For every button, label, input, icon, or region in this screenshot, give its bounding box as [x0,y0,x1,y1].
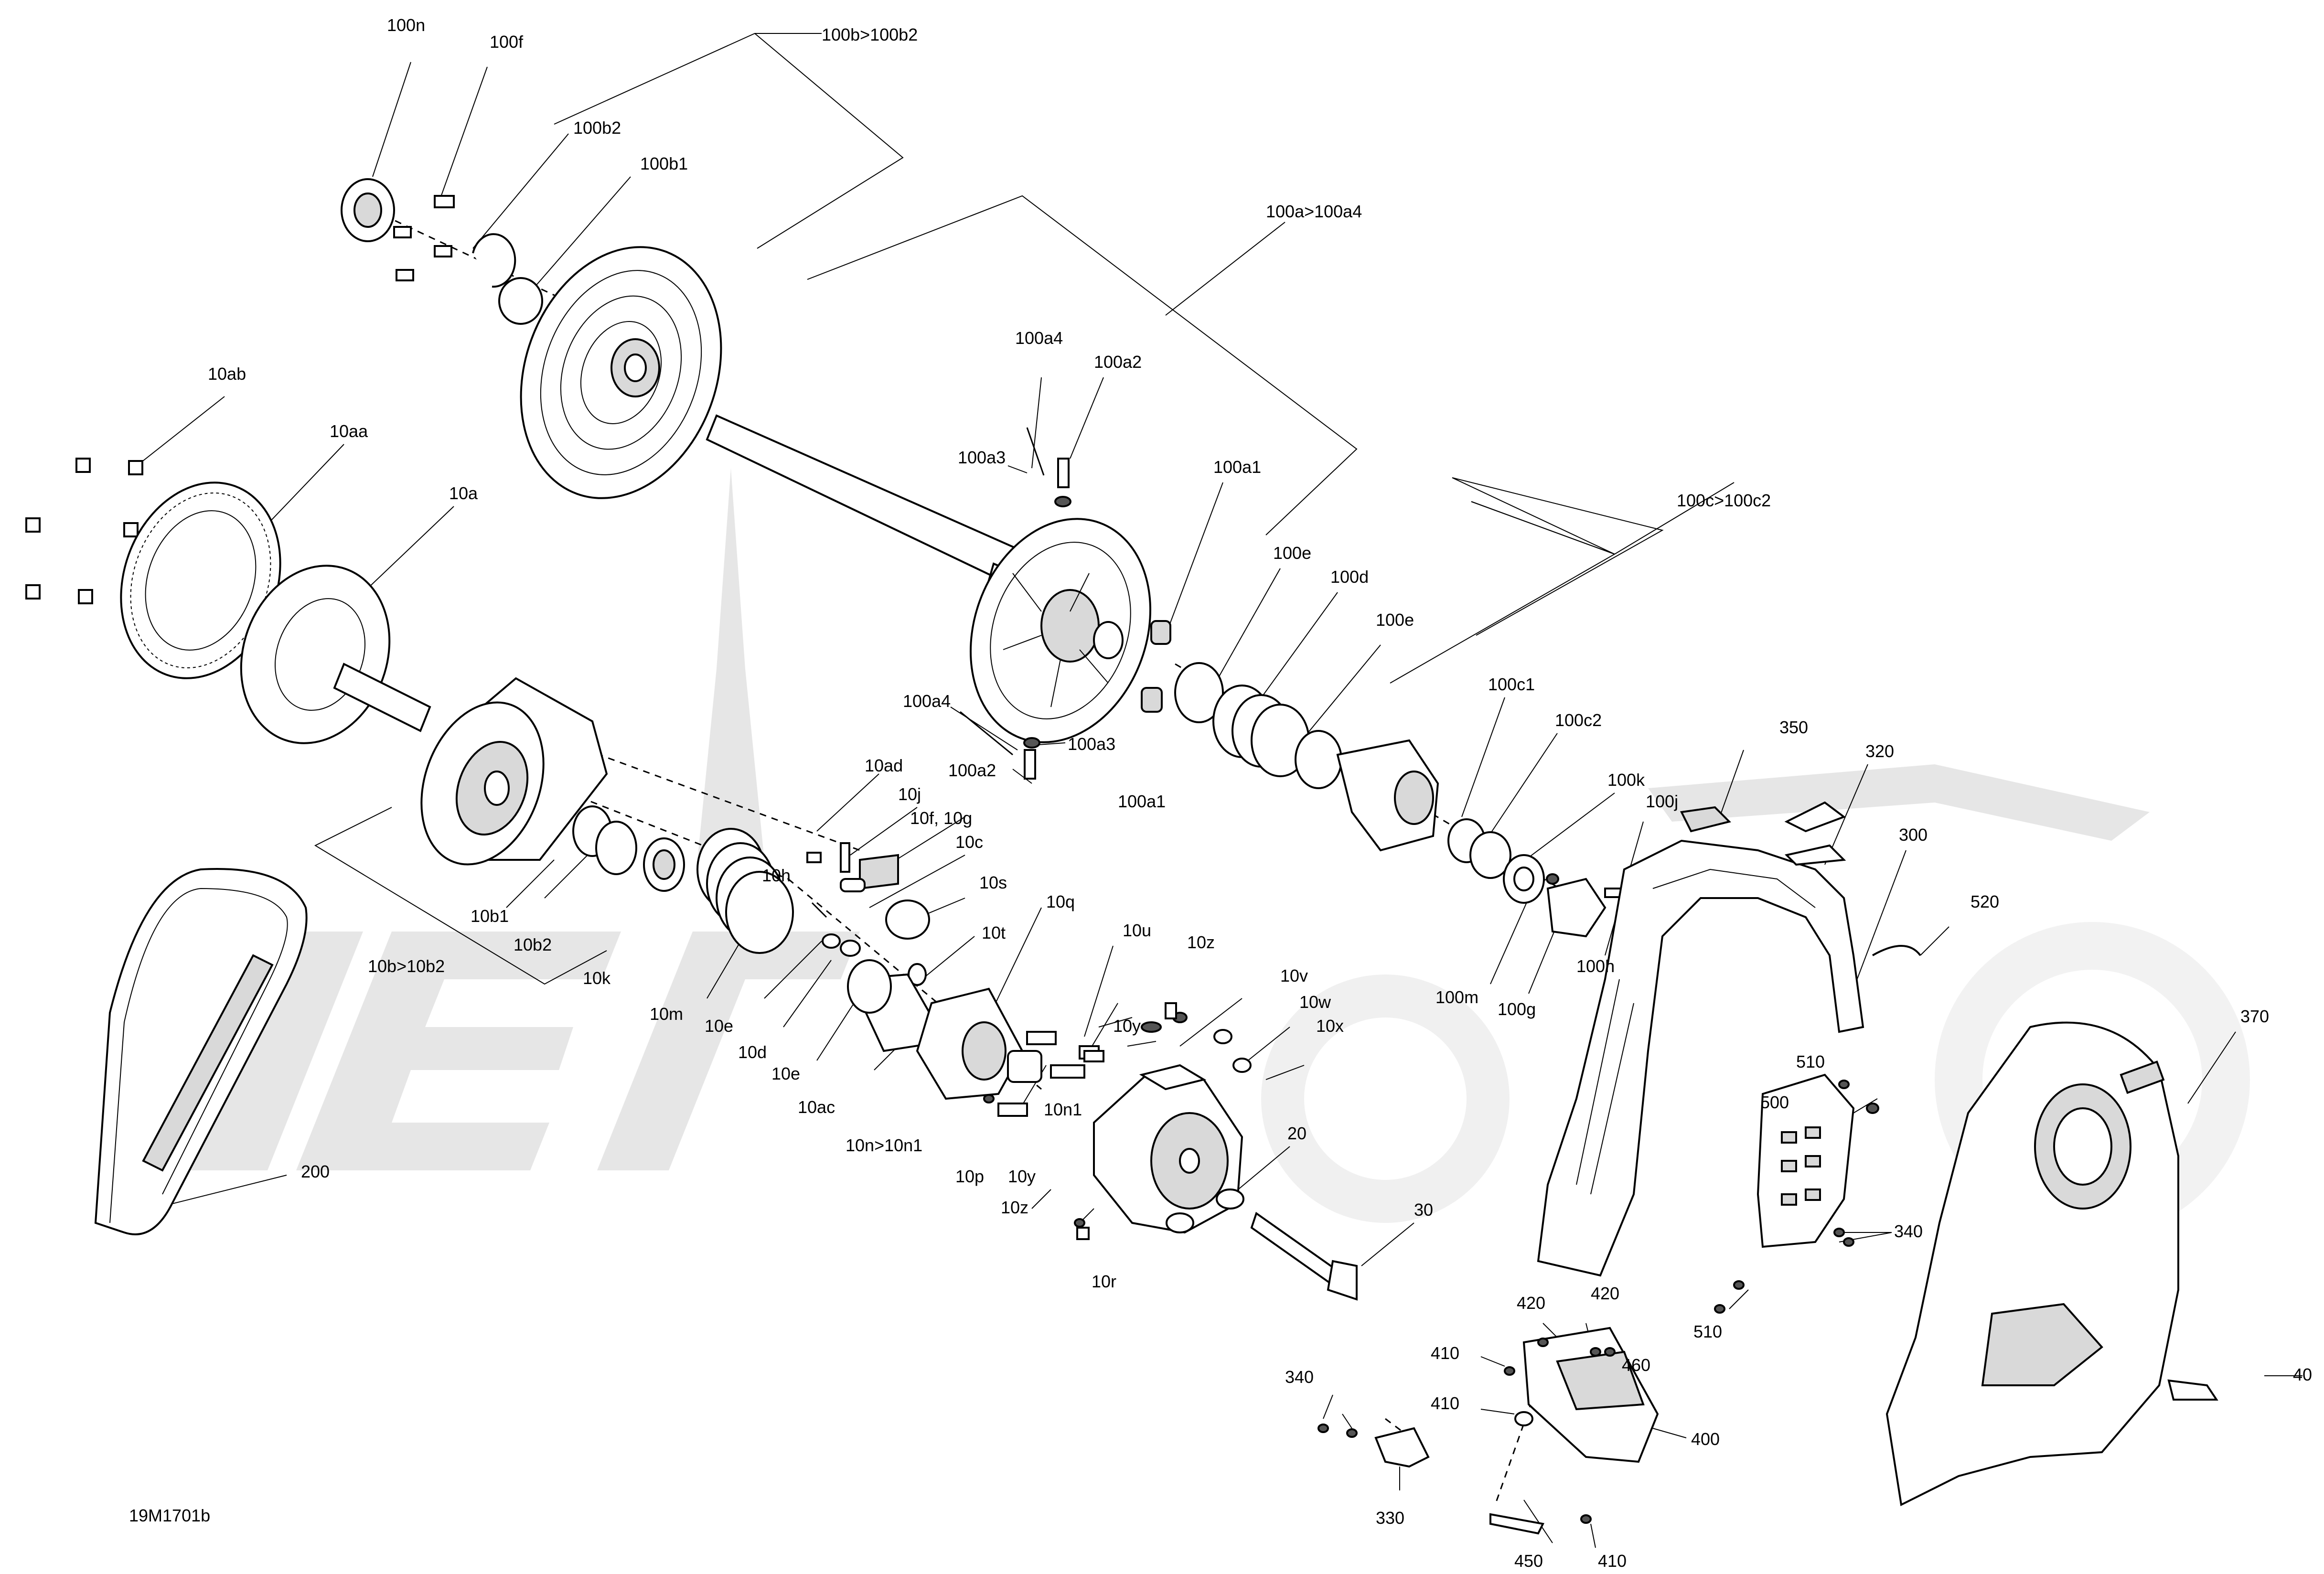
callout: 100e [1273,543,1311,563]
cvt-cover [1537,801,2218,1507]
callout: 10k [583,968,611,988]
callout: 100a3 [1068,734,1115,754]
callout: 520 [1971,892,1999,911]
callout: 100k [1607,770,1645,790]
callout: 100c2 [1555,710,1602,730]
callout: 10c [955,832,983,852]
callout: 10b1 [471,906,509,926]
assembly-axes [133,209,1577,1505]
callout: 10p [955,1167,984,1186]
callout: 10h [762,866,791,885]
callout: 100b2 [573,118,621,138]
callout: 460 [1622,1355,1650,1375]
callout: 330 [1376,1508,1404,1528]
callout: 100b>100b2 [822,25,918,44]
leader-lines [133,32,2303,1548]
callout: 10b>10b2 [368,956,445,976]
callout: 410 [1431,1393,1459,1413]
callout: 100g [1498,999,1536,1019]
callout: 10f, 10g [910,808,972,828]
callout: 10u [1123,921,1151,940]
callout: 10s [979,873,1007,892]
callout: 100a1 [1118,792,1166,811]
callout: 200 [301,1162,330,1181]
drive-pulley [25,458,1358,1301]
callout: 340 [1285,1367,1314,1387]
callout: 10e [771,1064,800,1083]
callout: 100a>100a4 [1266,202,1362,221]
callout: 10j [898,784,921,804]
callout: 410 [1598,1551,1627,1571]
callout: 20 [1287,1124,1307,1143]
callout: 40 [2293,1365,2312,1384]
callout: 100j [1646,792,1678,811]
callout: 10x [1316,1016,1344,1036]
callout: 10y [1113,1016,1141,1036]
callout: 510 [1693,1322,1722,1341]
callout: 10ad [865,756,903,775]
callout: 370 [2240,1007,2269,1026]
callout: 10z [1187,932,1215,952]
callout: 100e [1376,610,1414,630]
callout: 300 [1899,825,1928,845]
callout: 450 [1514,1551,1543,1571]
callout: 10aa [330,421,368,441]
callout: 400 [1691,1429,1720,1449]
callout: 10n1 [1044,1100,1082,1119]
callout: 10t [982,923,1006,942]
callout: 10b2 [514,935,552,954]
callout: 100a3 [958,448,1006,467]
callout: 10v [1280,966,1308,985]
callout: 100f [490,32,524,52]
callout: 10a [449,483,478,503]
callout: 10ac [798,1097,835,1117]
callout: 100h [1576,956,1615,976]
callout: 320 [1865,741,1894,761]
callout: 10d [738,1042,767,1062]
callout: 10w [1299,992,1331,1012]
callout: 30 [1414,1200,1433,1220]
callout: 100a2 [1094,352,1142,372]
callout: 10r [1092,1272,1116,1291]
callout: 10z [1001,1198,1028,1217]
callout: 10m [650,1004,683,1024]
callout: 100a2 [948,760,996,780]
callout: 10q [1046,892,1075,911]
callout: 340 [1894,1221,1923,1241]
callout: 100d [1330,567,1369,587]
callout: 10n>10n1 [846,1135,922,1155]
callout: 10ab [208,364,246,384]
callout: 410 [1431,1343,1459,1363]
diagram-code: 19M1701b [129,1506,210,1525]
callout: 510 [1796,1052,1825,1071]
callout: 100m [1435,987,1478,1007]
callout: 100c1 [1488,675,1535,694]
callout: 420 [1591,1284,1619,1303]
callout: 500 [1760,1092,1789,1112]
callout: 350 [1779,717,1808,737]
callout: 100c>100c2 [1677,491,1771,510]
cvt-belt-icon [94,868,308,1235]
callout: 100a1 [1213,457,1261,477]
lower-brackets [1317,1327,1659,1535]
callout: 100b1 [640,154,688,173]
driven-spring-cam [1174,662,1630,938]
callout: 10e [705,1016,733,1036]
driven-pulley [341,178,1171,780]
callout: 100n [387,15,425,35]
callout: 100a4 [1015,328,1063,348]
callout-labels: 100n 100f 100b>100b2 100b2 100b1 100a>10… [129,15,2312,1571]
callout: 420 [1517,1293,1545,1313]
callout: 100a4 [903,691,951,711]
callout: 10y [1008,1167,1036,1186]
